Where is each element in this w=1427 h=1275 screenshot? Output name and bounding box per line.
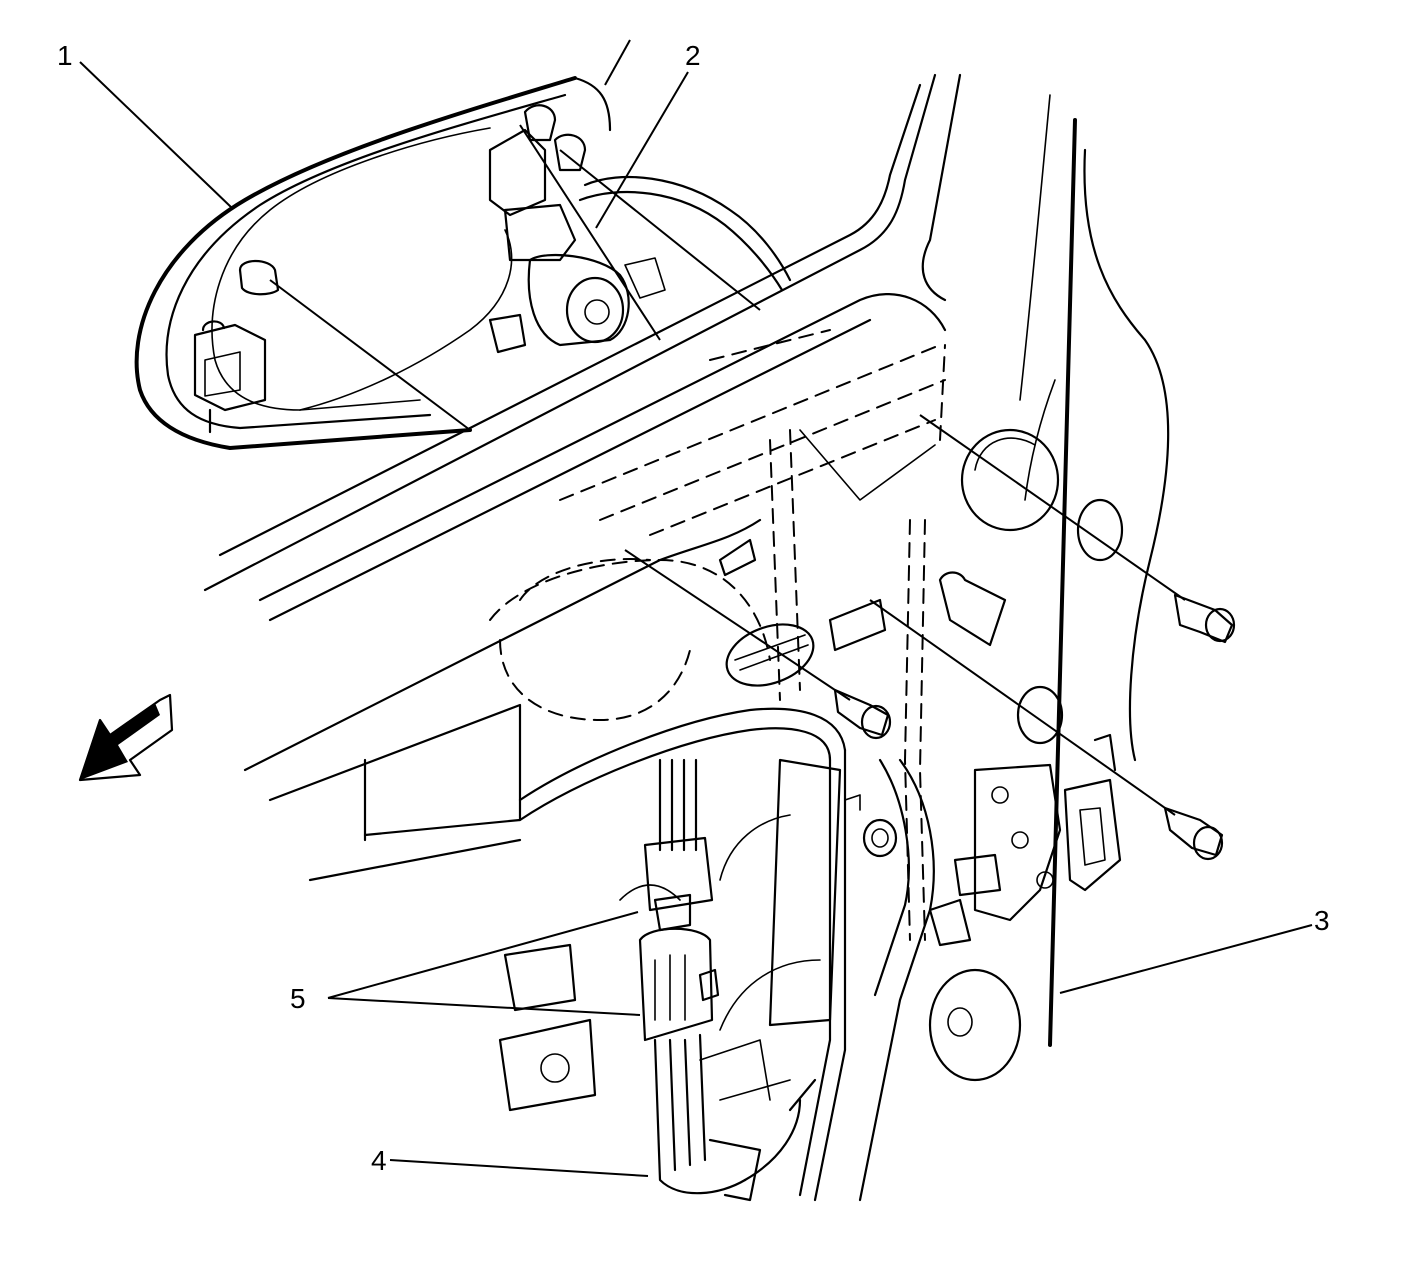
callout-1: 1	[57, 40, 73, 71]
bolt-icon	[1163, 806, 1224, 861]
door-lower-panel	[498, 758, 842, 1112]
nut-icon	[844, 794, 898, 858]
alignment-lines	[269, 39, 1186, 816]
callout-5: 5	[290, 983, 306, 1014]
door-grommet	[928, 968, 1022, 1082]
door-latch	[928, 733, 1122, 947]
mirror-motor-assembly	[488, 104, 792, 354]
bolt-icon	[1173, 593, 1236, 644]
outside-rearview-mirror	[134, 76, 612, 450]
door-frame	[203, 73, 1170, 1202]
front-direction-arrow-icon	[78, 693, 174, 782]
callout-leaders	[79, 61, 1313, 1177]
bolt-icon	[833, 688, 892, 740]
callout-3: 3	[1314, 905, 1330, 936]
hidden-lines	[489, 329, 946, 941]
callout-4: 4	[371, 1145, 387, 1176]
mirror-wiring-harness	[638, 758, 817, 1202]
callout-2: 2	[685, 40, 701, 71]
